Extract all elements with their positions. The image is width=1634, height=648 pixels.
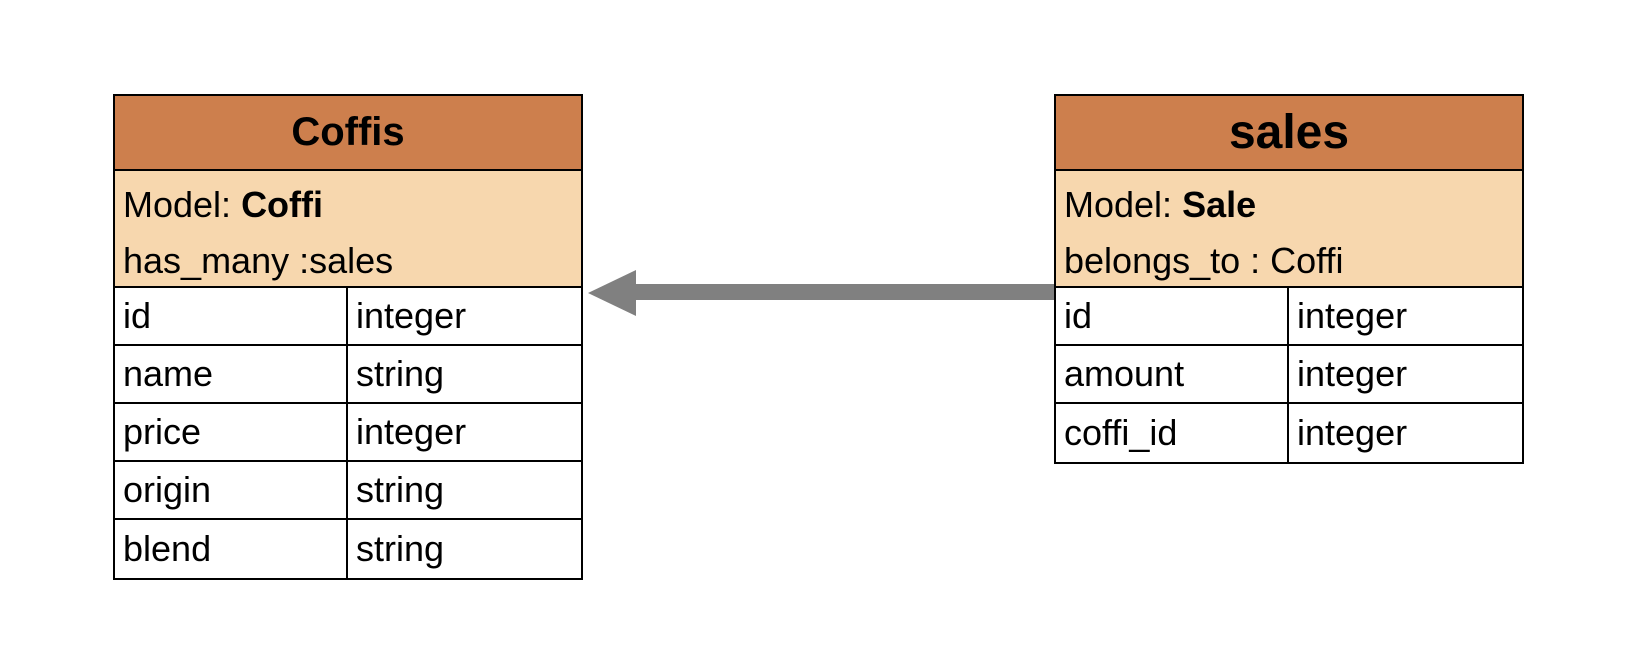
column-name: id: [1056, 288, 1289, 344]
sales-model-info: Model: Sale belongs_to : Coffi: [1056, 171, 1522, 288]
column-name: amount: [1056, 346, 1289, 402]
coffis-model-name: Coffi: [241, 184, 324, 225]
coffis-model-prefix: Model:: [123, 184, 242, 225]
sales-model-line: Model: Sale: [1064, 177, 1522, 233]
column-type: string: [356, 528, 445, 569]
table-row: amount integer: [1056, 346, 1522, 404]
sales-association-prefix: belongs_to :: [1064, 240, 1271, 281]
sales-table: sales Model: Sale belongs_to : Coffi id …: [1054, 94, 1524, 464]
table-row: coffi_id integer: [1056, 404, 1522, 462]
coffis-table-title: Coffis: [115, 96, 581, 171]
coffis-model-line: Model: Coffi: [123, 177, 581, 233]
sales-association-line: belongs_to : Coffi: [1064, 233, 1522, 289]
coffis-association: has_many :sales: [123, 240, 394, 281]
coffis-table: Coffis Model: Coffi has_many :sales id i…: [113, 94, 583, 580]
column-type: integer: [1297, 353, 1408, 394]
column-name: id: [115, 288, 348, 344]
column-type: integer: [1297, 412, 1408, 453]
table-row: origin string: [115, 462, 581, 520]
column-type: integer: [356, 411, 467, 452]
coffis-model-info: Model: Coffi has_many :sales: [115, 171, 581, 288]
column-name: name: [115, 346, 348, 402]
sales-table-title: sales: [1056, 96, 1522, 171]
sales-model-name: Sale: [1182, 184, 1257, 225]
column-type: string: [356, 353, 445, 394]
sales-model-prefix: Model:: [1064, 184, 1183, 225]
column-type: string: [356, 469, 445, 510]
table-row: id integer: [115, 288, 581, 346]
sales-association-target: Coffi: [1270, 240, 1344, 281]
arrow-head: [588, 270, 636, 316]
column-name: blend: [115, 520, 348, 578]
column-name: coffi_id: [1056, 404, 1289, 462]
table-row: blend string: [115, 520, 581, 578]
column-name: price: [115, 404, 348, 460]
table-row: price integer: [115, 404, 581, 462]
column-name: origin: [115, 462, 348, 518]
table-row: name string: [115, 346, 581, 404]
column-type: integer: [1297, 295, 1408, 336]
table-row: id integer: [1056, 288, 1522, 346]
column-type: integer: [356, 295, 467, 336]
